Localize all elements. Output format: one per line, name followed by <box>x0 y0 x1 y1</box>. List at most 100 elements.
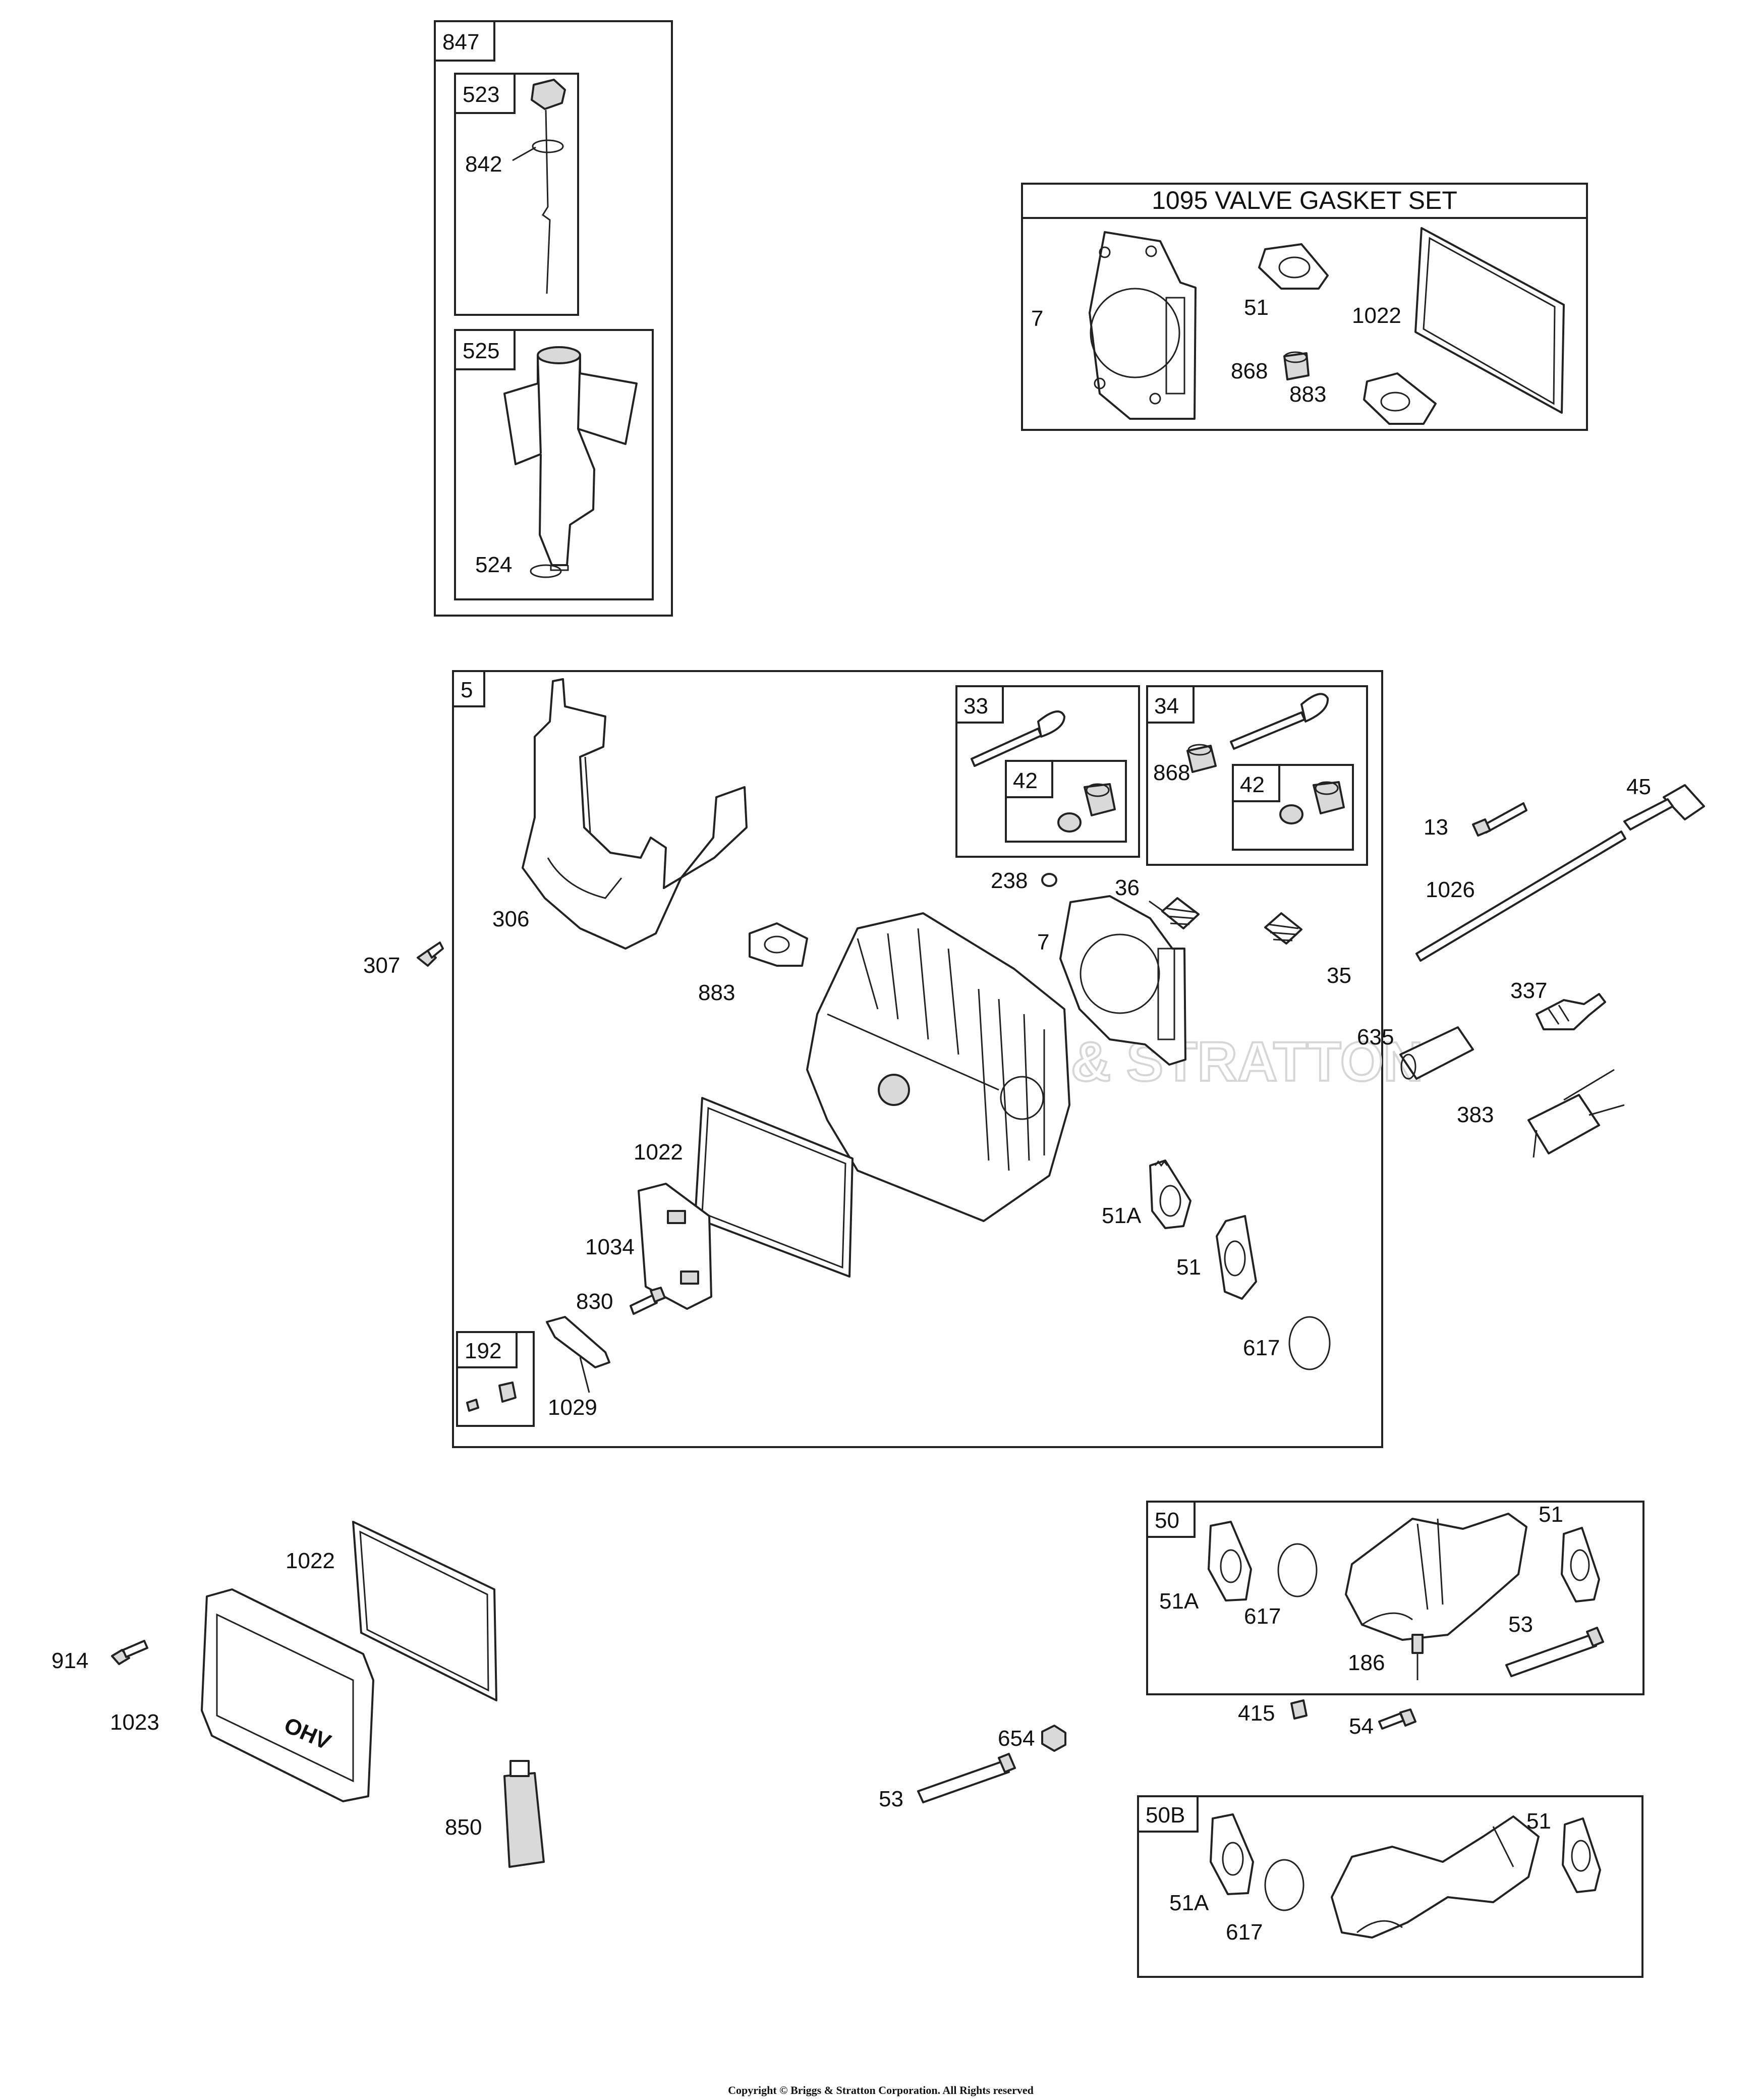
valve-spring-35[interactable] <box>1264 912 1302 945</box>
label-51A: 51A <box>1102 1203 1142 1228</box>
label-gs-1022: 1022 <box>1352 303 1401 328</box>
label-883: 883 <box>698 980 735 1005</box>
valve-cover-gasket-1022[interactable] <box>694 1097 854 1278</box>
intake-gasket-part[interactable] <box>1363 372 1437 425</box>
group-525-frame <box>454 329 654 600</box>
label-b51A: 51A <box>1169 1891 1209 1915</box>
gasket-b51A[interactable] <box>1210 1813 1254 1895</box>
bolt-13[interactable] <box>1472 802 1527 837</box>
valve-retainer-set-a[interactable] <box>1057 783 1116 833</box>
gasket-set-frame <box>1021 183 1588 431</box>
label-v1023: 1023 <box>110 1710 159 1735</box>
group-847-tag-box <box>434 20 495 62</box>
nut-654[interactable] <box>1041 1725 1066 1752</box>
o-ring-617[interactable] <box>1288 1316 1331 1370</box>
group-50-intake-manifold: 50 51A 617 51 53 186 <box>1146 1501 1644 1695</box>
gasket-set-title: 1095 VALVE GASKET SET <box>1152 186 1457 214</box>
sealant-850[interactable] <box>503 1760 545 1868</box>
copyright-notice: Copyright © Briggs & Stratton Corporatio… <box>728 2084 1034 2096</box>
group-42b-frame <box>1232 764 1354 851</box>
group-847: 847 523 842 525 524 <box>434 20 673 617</box>
intake-gasket-883[interactable] <box>749 922 808 967</box>
valve-cover-gasket-v1022[interactable] <box>352 1521 497 1701</box>
label-337: 337 <box>1510 978 1547 1003</box>
label-v850: 850 <box>445 1815 482 1840</box>
group-33-frame <box>955 685 1140 858</box>
stud-v53[interactable] <box>917 1753 1016 1803</box>
o-ring-524[interactable] <box>530 564 562 578</box>
exhaust-gasket-51A[interactable] <box>1149 1159 1191 1229</box>
label-238: 238 <box>991 868 1028 893</box>
valve-cover-gasket-part[interactable] <box>1414 227 1565 414</box>
group-42a-tag: 42 <box>1013 768 1038 793</box>
intake-manifold-b-part[interactable] <box>1331 1815 1540 1939</box>
head-gasket-7[interactable] <box>1059 895 1186 1066</box>
group-192-tag: 192 <box>465 1339 501 1363</box>
exhaust-gasket-part[interactable] <box>1258 243 1329 290</box>
push-rod-1026[interactable] <box>1415 831 1626 962</box>
breather-tube-1029[interactable] <box>546 1316 610 1393</box>
spark-tester-383[interactable] <box>1527 1069 1625 1158</box>
valve-cover-1023[interactable]: OHV <box>201 1588 374 1802</box>
label-306: 306 <box>492 907 529 931</box>
label-830: 830 <box>576 1289 613 1314</box>
label-gs-883: 883 <box>1289 382 1326 407</box>
intake-valve-part[interactable] <box>1230 693 1329 750</box>
label-v914: 914 <box>51 1648 88 1673</box>
group-523-tag: 523 <box>463 82 499 107</box>
label-m51: 51 <box>1539 1502 1563 1527</box>
screw-914[interactable] <box>111 1640 148 1665</box>
leader-36 <box>1149 900 1164 912</box>
dipstick-part[interactable] <box>531 79 566 294</box>
label-842: 842 <box>465 152 502 177</box>
group-523-frame <box>454 73 579 316</box>
group-42a-frame <box>1005 760 1127 843</box>
cylinder-head-part[interactable] <box>806 912 1070 1222</box>
valve-spring-36[interactable] <box>1161 897 1200 929</box>
group-34-frame <box>1146 685 1368 866</box>
spark-plug-337[interactable] <box>1536 993 1606 1030</box>
stud-m53[interactable] <box>1505 1627 1604 1677</box>
dipstick-tube-part[interactable] <box>503 346 638 571</box>
part-635[interactable] <box>1399 1026 1474 1080</box>
breather-1034[interactable] <box>638 1183 712 1310</box>
valve-45[interactable] <box>1623 784 1705 831</box>
valve-retainer-set-b[interactable] <box>1279 781 1345 824</box>
group-50-frame <box>1146 1501 1644 1695</box>
gasket-b51[interactable] <box>1562 1817 1601 1893</box>
o-ring-b617[interactable] <box>1264 1859 1304 1911</box>
valve-seal-868[interactable] <box>1186 744 1217 773</box>
group-34-tag: 34 <box>1154 694 1179 719</box>
label-1022: 1022 <box>634 1140 683 1165</box>
label-35: 35 <box>1327 963 1351 988</box>
fitting-m186[interactable] <box>1411 1634 1424 1680</box>
intake-manifold-part[interactable] <box>1345 1513 1527 1641</box>
screw-54[interactable] <box>1378 1708 1416 1730</box>
group-34-tag-box <box>1146 685 1195 724</box>
head-gasket-part[interactable] <box>1089 231 1197 420</box>
bolt-830[interactable] <box>630 1287 666 1315</box>
group-42b-tag-box <box>1232 764 1280 802</box>
valve-seal-part[interactable] <box>1283 351 1310 380</box>
label-36: 36 <box>1115 875 1140 900</box>
label-13: 13 <box>1424 815 1448 840</box>
bolt-307[interactable] <box>417 942 444 967</box>
label-m617: 617 <box>1244 1604 1281 1629</box>
exhaust-valve-part[interactable] <box>971 710 1065 767</box>
o-ring-m617[interactable] <box>1277 1543 1318 1597</box>
label-383: 383 <box>1457 1102 1494 1127</box>
label-617: 617 <box>1243 1336 1280 1360</box>
exhaust-gasket-51[interactable] <box>1216 1215 1257 1300</box>
label-868: 868 <box>1153 760 1190 785</box>
air-guide-306[interactable] <box>522 678 748 950</box>
group-1095-valve-gasket-set: 1095 VALVE GASKET SET 7 51 1022 868 <box>1021 183 1588 431</box>
plug-415[interactable] <box>1290 1699 1308 1720</box>
gasket-m51[interactable] <box>1561 1527 1600 1602</box>
fitting-set-192[interactable] <box>466 1381 517 1412</box>
part-238[interactable] <box>1041 873 1057 887</box>
group-33-tag: 33 <box>963 694 988 719</box>
label-gs-868: 868 <box>1231 359 1268 383</box>
group-192-tag-box <box>456 1331 518 1368</box>
gasket-m51A[interactable] <box>1208 1521 1252 1601</box>
